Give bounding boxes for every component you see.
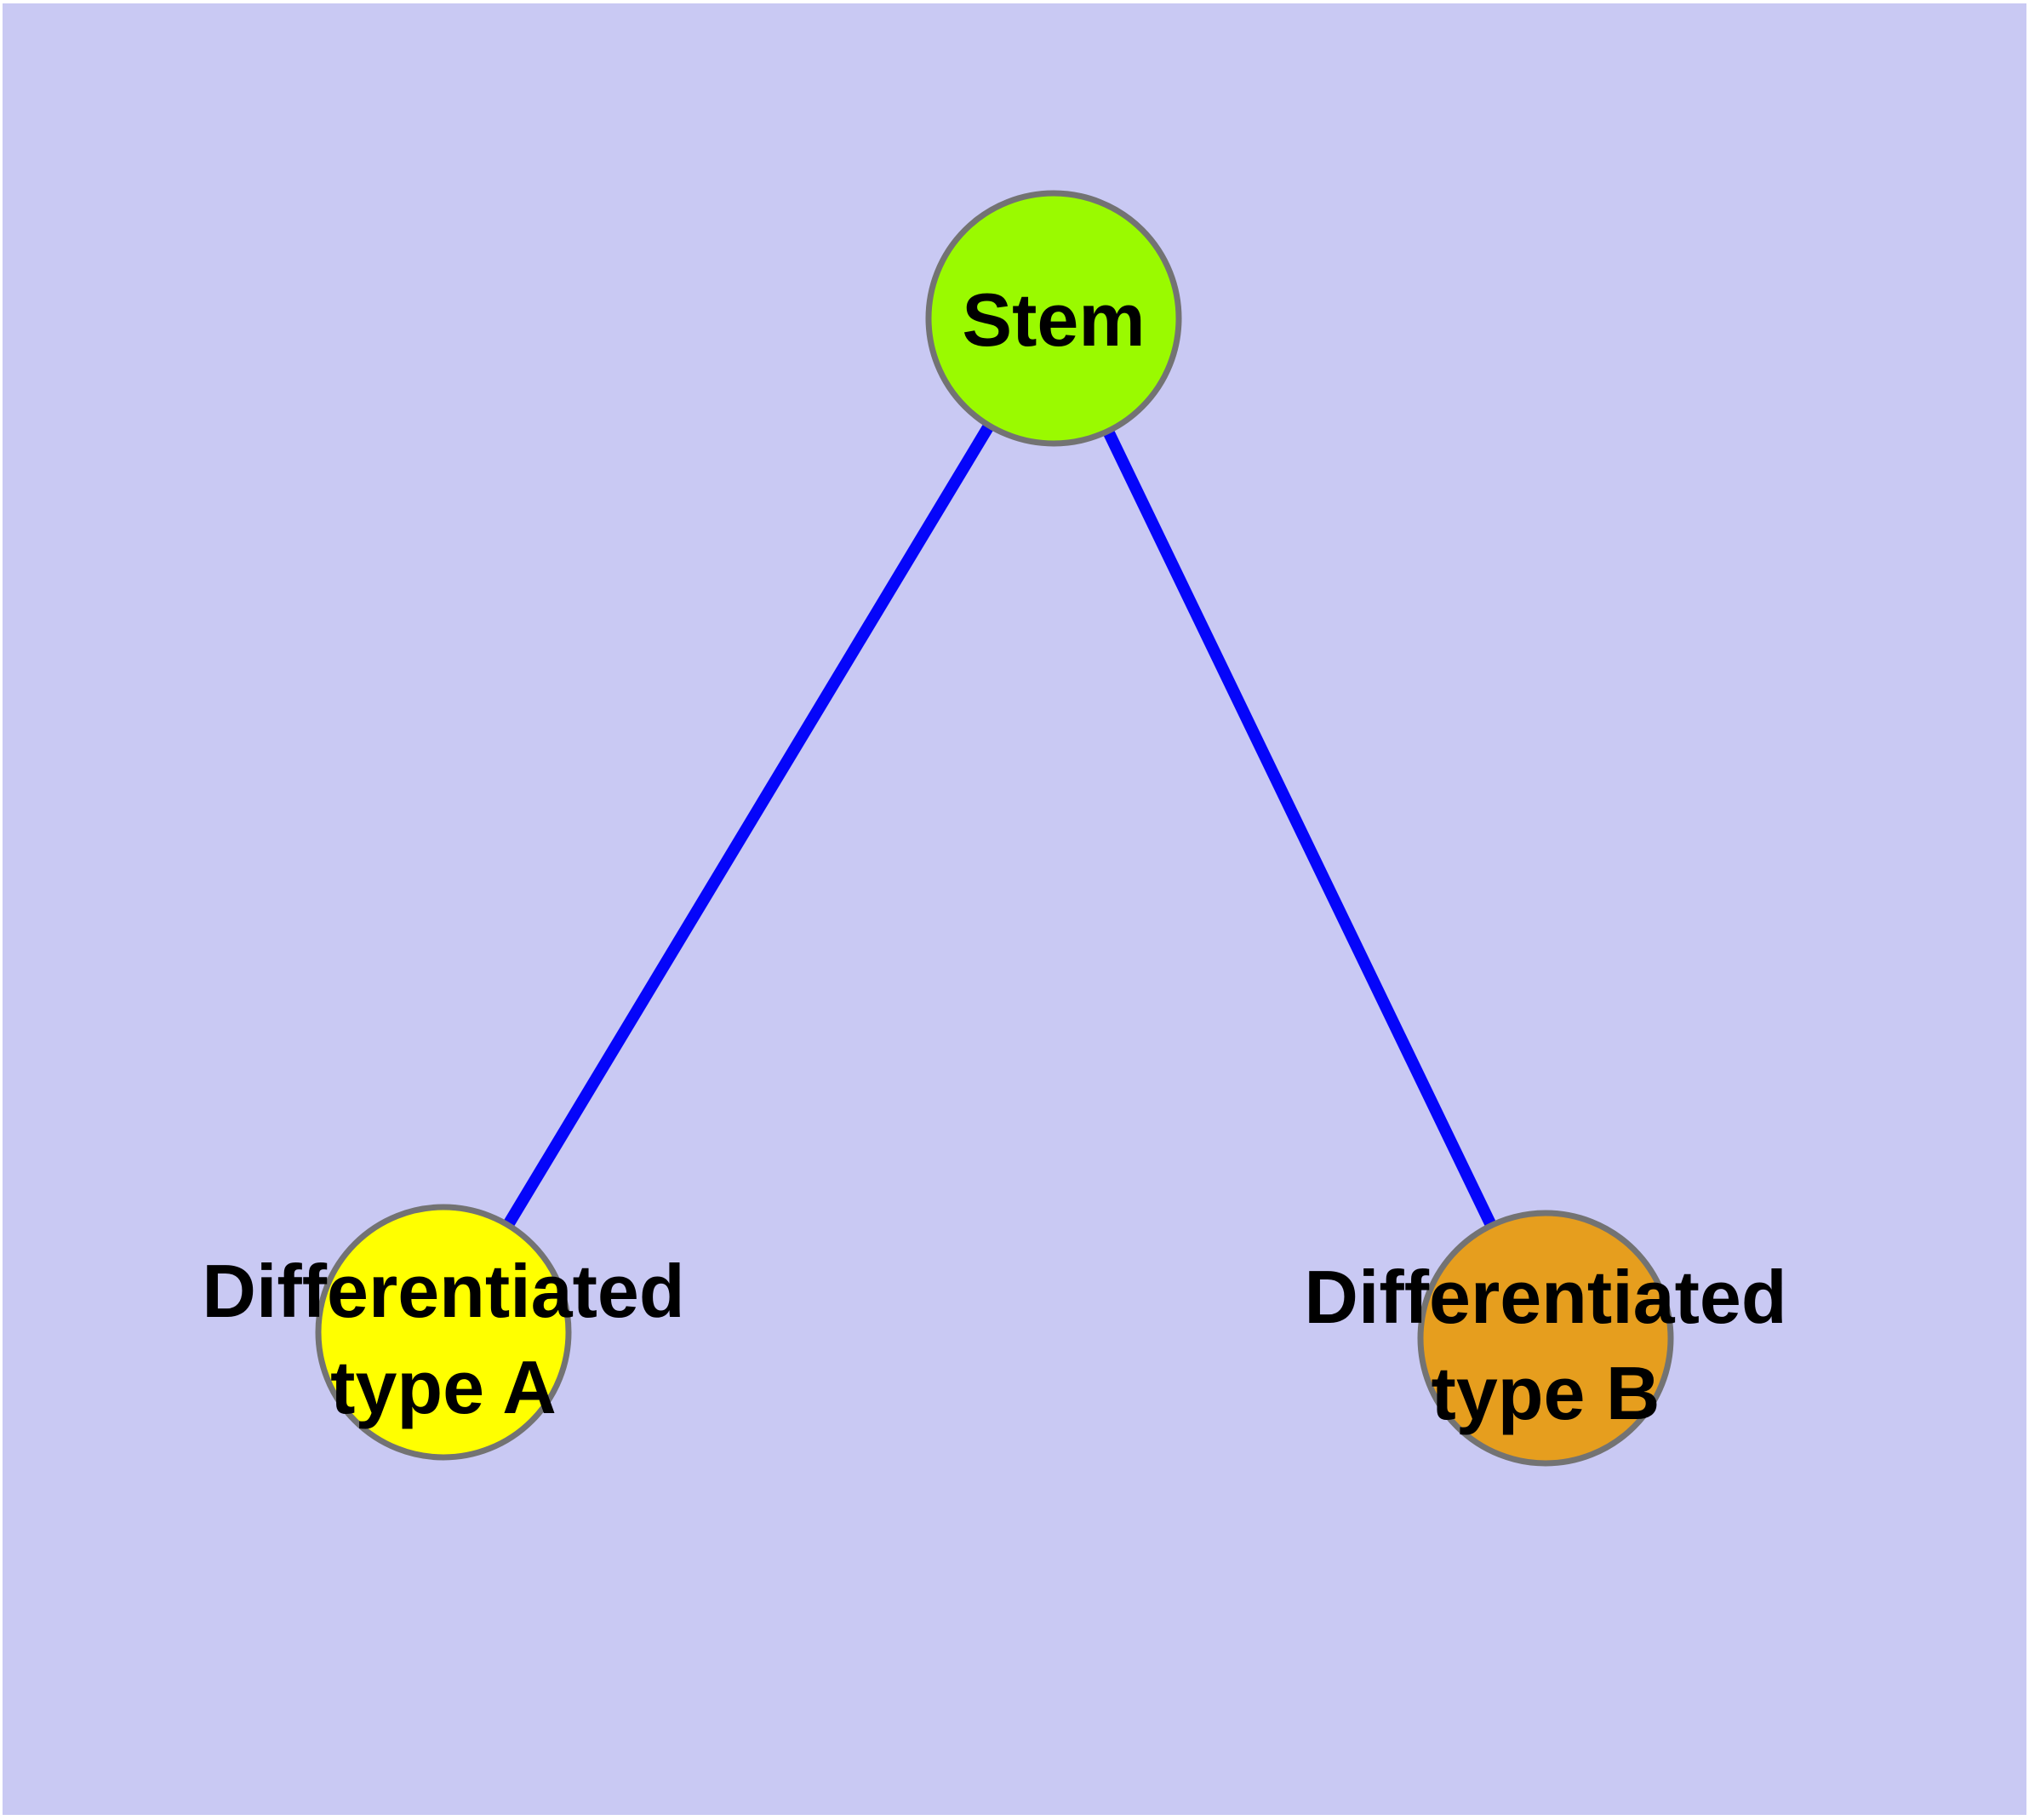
node-differentiated-type-a-circle [315, 1204, 572, 1461]
node-differentiated-type-a-label-line1: Differentiated [202, 1249, 684, 1333]
node-differentiated-type-b-label-line2: type B [1432, 1351, 1660, 1435]
edge-stem-to-type-a [438, 315, 1059, 1336]
edge-stem-to-type-b [1048, 315, 1552, 1342]
node-stem-circle [925, 190, 1182, 447]
node-stem-label: Stem [962, 278, 1145, 362]
node-differentiated-type-b-circle [1417, 1210, 1674, 1467]
node-differentiated-type-a-label-line2: type A [330, 1345, 557, 1429]
node-differentiated-type-b-label-line1: Differentiated [1304, 1255, 1786, 1339]
